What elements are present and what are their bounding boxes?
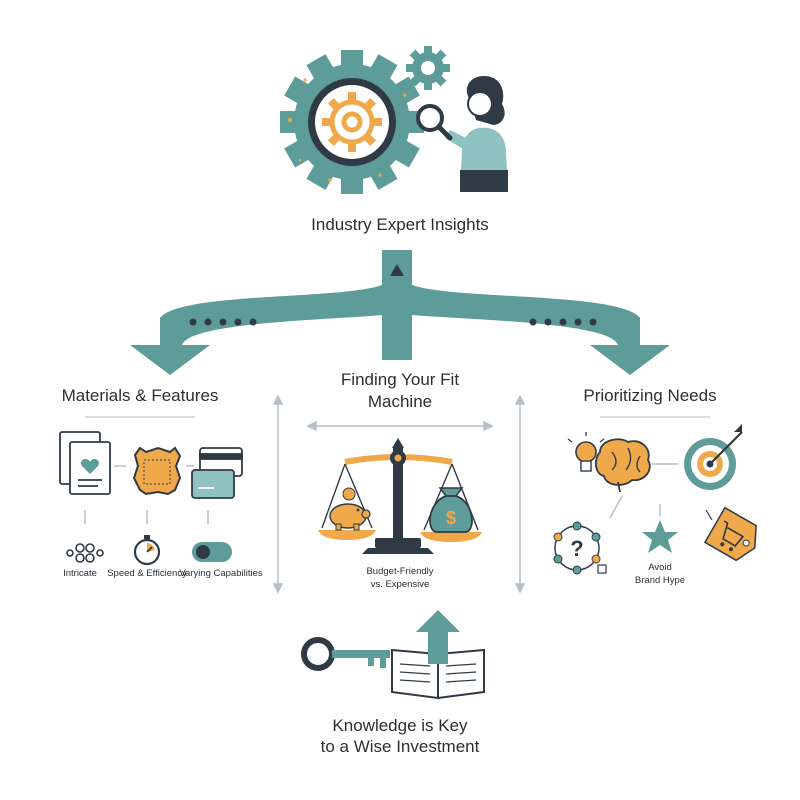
left-item-speed: Speed & Efficiency xyxy=(107,568,187,579)
price-tag-cart-icon xyxy=(703,506,757,562)
left-dots xyxy=(189,318,257,326)
target-icon xyxy=(684,424,743,490)
left-ticks xyxy=(84,510,209,524)
intricate-pattern-icon xyxy=(66,543,104,563)
right-dots xyxy=(529,318,597,326)
gear-icon xyxy=(280,50,424,194)
piggy-bank-icon xyxy=(329,487,371,531)
center-title-line2: Machine xyxy=(367,392,433,411)
book-arrow-icon xyxy=(391,610,485,700)
right-title: Prioritizing Needs xyxy=(583,386,717,405)
question-mark: ? xyxy=(570,536,583,561)
star-icon xyxy=(642,520,678,553)
lightbulb-icon xyxy=(567,432,605,472)
left-item-intricate: Intricate xyxy=(63,568,97,579)
center-title-line1: Finding Your Fit xyxy=(340,370,460,389)
leather-hide-icon xyxy=(132,446,182,496)
brain-icon xyxy=(595,438,651,493)
small-gear-icon xyxy=(406,46,450,90)
scale-label-line1: Budget-Friendly xyxy=(366,566,434,577)
bottom-line1: Knowledge is Key xyxy=(332,716,468,735)
toggle-icon xyxy=(192,542,232,562)
avoid-label-line2: Brand Hype xyxy=(634,575,686,586)
top-title: Industry Expert Insights xyxy=(311,215,489,234)
expert-person-icon xyxy=(416,76,508,192)
up-triangle-icon xyxy=(390,264,404,276)
avoid-label-line1: Avoid xyxy=(648,562,672,573)
tag-string xyxy=(705,509,713,521)
scale-label-line2: vs. Expensive xyxy=(370,579,430,590)
key-icon xyxy=(301,637,390,671)
right-connector-2 xyxy=(609,495,623,519)
money-bag-icon: $ xyxy=(429,487,473,533)
cards-icon xyxy=(191,447,243,499)
flow-arrows xyxy=(130,250,670,375)
dollar-sign: $ xyxy=(446,508,456,528)
bottom-line2: to a Wise Investment xyxy=(320,737,480,756)
question-network-icon: ? xyxy=(553,521,607,575)
document-heart-icon xyxy=(59,431,111,495)
left-vertical-arrow xyxy=(272,394,284,594)
left-title: Materials & Features xyxy=(61,386,219,405)
right-vertical-arrow xyxy=(514,394,526,594)
left-item-capabilities: Varying Capabilities xyxy=(179,568,263,579)
stopwatch-icon xyxy=(133,535,161,566)
horizontal-double-arrow xyxy=(306,420,494,432)
